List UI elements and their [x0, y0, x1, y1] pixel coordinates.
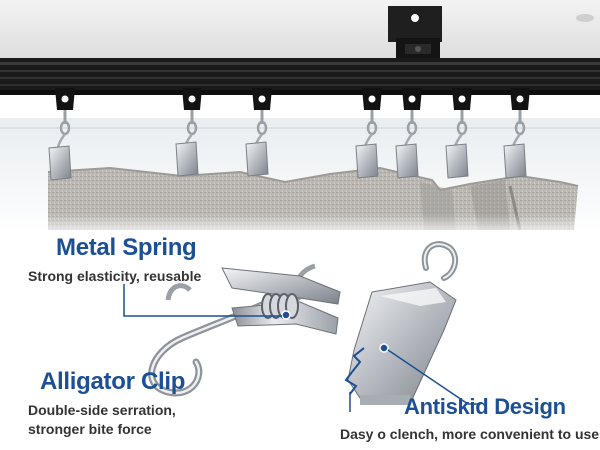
rail-glider-icon: [48, 88, 75, 181]
rail-glider-icon: [395, 88, 422, 179]
rail-glider-icon: [175, 88, 202, 177]
alligator-clip-description-line1: Double-side serration,: [28, 402, 176, 418]
ceiling-bracket-icon: [388, 6, 442, 60]
rail-glider-icon: [245, 88, 272, 177]
rail-gliders: [48, 88, 530, 181]
rail-glider-icon: [355, 88, 382, 179]
alligator-clip-description-line2: stronger bite force: [28, 421, 152, 437]
curtain-track: [0, 58, 600, 95]
alligator-clip-title: Alligator Clip: [40, 368, 186, 395]
curtain-fabric: [0, 166, 600, 238]
callout-leaders: [123, 284, 478, 412]
rail-glider-icon: [445, 88, 472, 179]
alligator-clip-icon: [148, 263, 341, 397]
antiskid-design-title: Antiskid Design: [404, 394, 566, 419]
metal-spring-title: Metal Spring: [56, 234, 197, 261]
rail-glider-icon: [503, 88, 530, 179]
clip-with-hook-icon: [344, 241, 459, 405]
antiskid-design-description: Dasy o clench, more convenient to use: [340, 426, 600, 442]
metal-spring-description: Strong elasticity, reusable: [28, 268, 202, 284]
